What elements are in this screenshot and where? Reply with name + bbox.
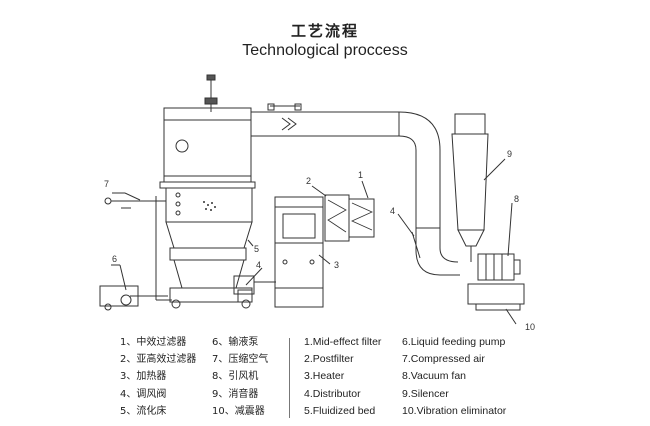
legend-item: 8.Vacuum fan [402, 370, 467, 383]
legend-item: 7、压缩空气 [212, 354, 269, 366]
duct-elbow [398, 111, 441, 229]
legend-en-col2: 6.Liquid feeding pump 7.Compressed air 8… [402, 334, 506, 420]
vacuum-fan-motor [477, 253, 515, 281]
legend-item: 6.Liquid feeding pump [402, 336, 506, 348]
legend-en-col1: 1.Mid-effect filter 2.Postfilter 3.Heate… [304, 334, 381, 420]
callout-4: 4 [390, 206, 395, 216]
spray-dots [203, 201, 216, 211]
stack-cap [206, 74, 216, 81]
legend-item: 8、引风机 [212, 371, 259, 383]
legend-cn-col2: 6、输液泵 7、压缩空气 8、引风机 9、消音器 10、减震器 [212, 334, 268, 420]
mid-effect-filter [348, 198, 375, 238]
legend-item: 1、中效过滤器 [120, 337, 187, 348]
callout-7: 7 [104, 179, 109, 189]
diagram-title-en: Technological proccess [242, 42, 408, 59]
legend-item: 2、亚高效过滤器 [120, 354, 197, 366]
legend-item: 9、消音器 [212, 388, 259, 400]
legend-item: 7.Compressed air [402, 353, 485, 366]
callout-6: 6 [112, 254, 117, 264]
legend-divider [289, 338, 290, 418]
legend-item: 1.Mid-effect filter [304, 336, 382, 348]
legend-cn-col1: 1、中效过滤器 2、亚高效过滤器 3、加热器 4、调风阀 5、流化床 [120, 334, 196, 420]
silencer [454, 113, 486, 135]
fan-base [467, 283, 525, 305]
legend-item: 2.Postfilter [304, 353, 354, 366]
legend-item: 3、加热器 [120, 371, 167, 383]
legend-item: 10、减震器 [212, 405, 265, 417]
stack-base [204, 97, 218, 105]
callout-8: 8 [514, 194, 519, 204]
legend-item: 3.Heater [304, 370, 345, 383]
callout-1: 1 [358, 170, 363, 180]
fluidized-bed-cone [165, 221, 253, 249]
bed-container [169, 247, 247, 261]
wheel [171, 299, 181, 309]
legend-item: 10.Vibration eliminator [402, 404, 507, 417]
postfilter [324, 194, 350, 242]
callout-5: 5 [254, 244, 259, 254]
diagram-title-cn: 工艺流程 [290, 22, 359, 40]
legend-item: 6、输液泵 [212, 337, 259, 348]
heater-cabinet [274, 196, 324, 308]
legend-item: 4、调风阀 [120, 388, 167, 400]
wheel [241, 299, 251, 309]
callout-9: 9 [507, 149, 512, 159]
callout-3: 3 [334, 260, 339, 270]
legend-item: 5、流化床 [120, 405, 167, 417]
legend-item: 9.Silencer [402, 387, 449, 400]
callout-4b: 4 [256, 260, 261, 270]
callout-10: 10 [525, 322, 535, 332]
callout-2: 2 [306, 176, 311, 186]
tower-upper [163, 107, 252, 183]
legend-item: 5.Fluidized bed [304, 404, 376, 417]
legend-item: 4.Distributor [304, 387, 361, 400]
sight-glass [175, 139, 189, 153]
vibration-eliminator [475, 303, 521, 311]
compressed-air-inlet [104, 197, 112, 205]
exhaust-duct [250, 111, 400, 137]
